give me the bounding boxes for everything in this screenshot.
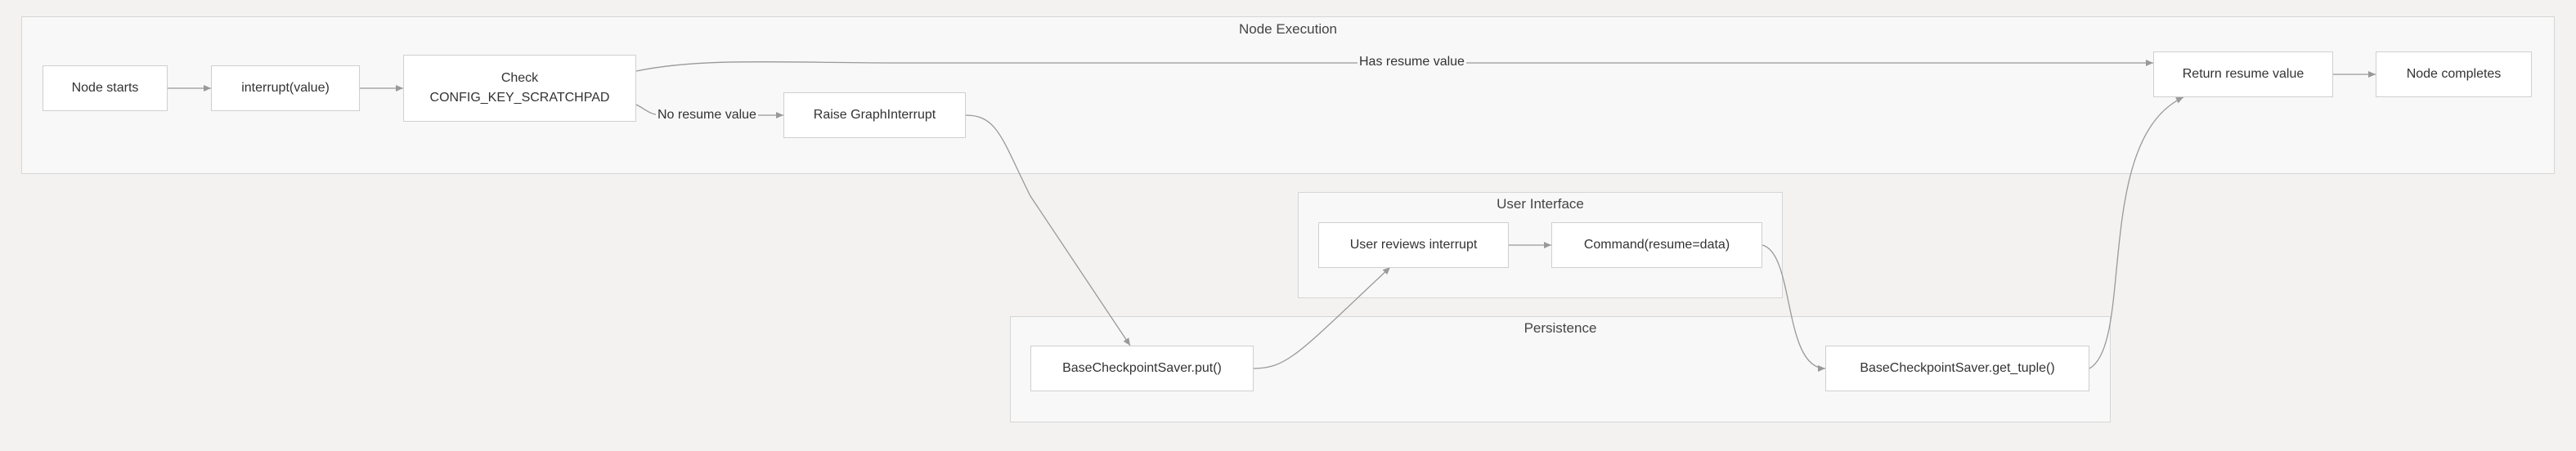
node-return-resume-value: Return resume value [2153, 51, 2333, 97]
node-checkpoint-put: BaseCheckpointSaver.put() [1030, 346, 1254, 391]
edge-put-to-user-reviews [1253, 266, 1391, 369]
node-raise-graph-interrupt: Raise GraphInterrupt [783, 92, 966, 138]
node-return-resume-value-label: Return resume value [2182, 67, 2304, 81]
cluster-title-persistence: Persistence [1524, 320, 1597, 336]
edge-command-to-get-tuple [1761, 244, 1826, 372]
node-check-scratchpad: Check CONFIG_KEY_SCRATCHPAD [403, 55, 636, 122]
node-checkpoint-put-label: BaseCheckpointSaver.put() [1062, 361, 1222, 375]
edge-raise-to-put [965, 114, 1131, 346]
edge-check-to-return-has-resume [635, 60, 2153, 72]
edge-get-tuple-to-return [2089, 96, 2184, 369]
edge-label-no-resume: No resume value [656, 107, 758, 123]
node-user-reviews-interrupt: User reviews interrupt [1318, 222, 1509, 268]
edge-label-has-resume: Has resume value [1358, 54, 1466, 70]
node-checkpoint-get-tuple: BaseCheckpointSaver.get_tuple() [1825, 346, 2089, 391]
node-check-label-line2: CONFIG_KEY_SCRATCHPAD [429, 91, 610, 105]
cluster-title-user-interface: User Interface [1497, 196, 1584, 212]
node-check-label-line1: Check [500, 71, 539, 85]
node-interrupt-value: interrupt(value) [211, 65, 360, 111]
node-completes-label: Node completes [2406, 67, 2502, 81]
node-command-resume-label: Command(resume=data) [1583, 238, 1730, 252]
cluster-title-node-execution: Node Execution [1238, 21, 1338, 37]
node-interrupt-value-label: interrupt(value) [241, 81, 330, 95]
node-checkpoint-get-tuple-label: BaseCheckpointSaver.get_tuple() [1860, 361, 2055, 375]
node-raise-graph-interrupt-label: Raise GraphInterrupt [813, 108, 936, 122]
node-user-reviews-interrupt-label: User reviews interrupt [1349, 238, 1478, 252]
node-completes: Node completes [2376, 51, 2532, 97]
node-starts-label: Node starts [71, 81, 139, 95]
node-command-resume: Command(resume=data) [1551, 222, 1762, 268]
node-starts: Node starts [43, 65, 168, 111]
